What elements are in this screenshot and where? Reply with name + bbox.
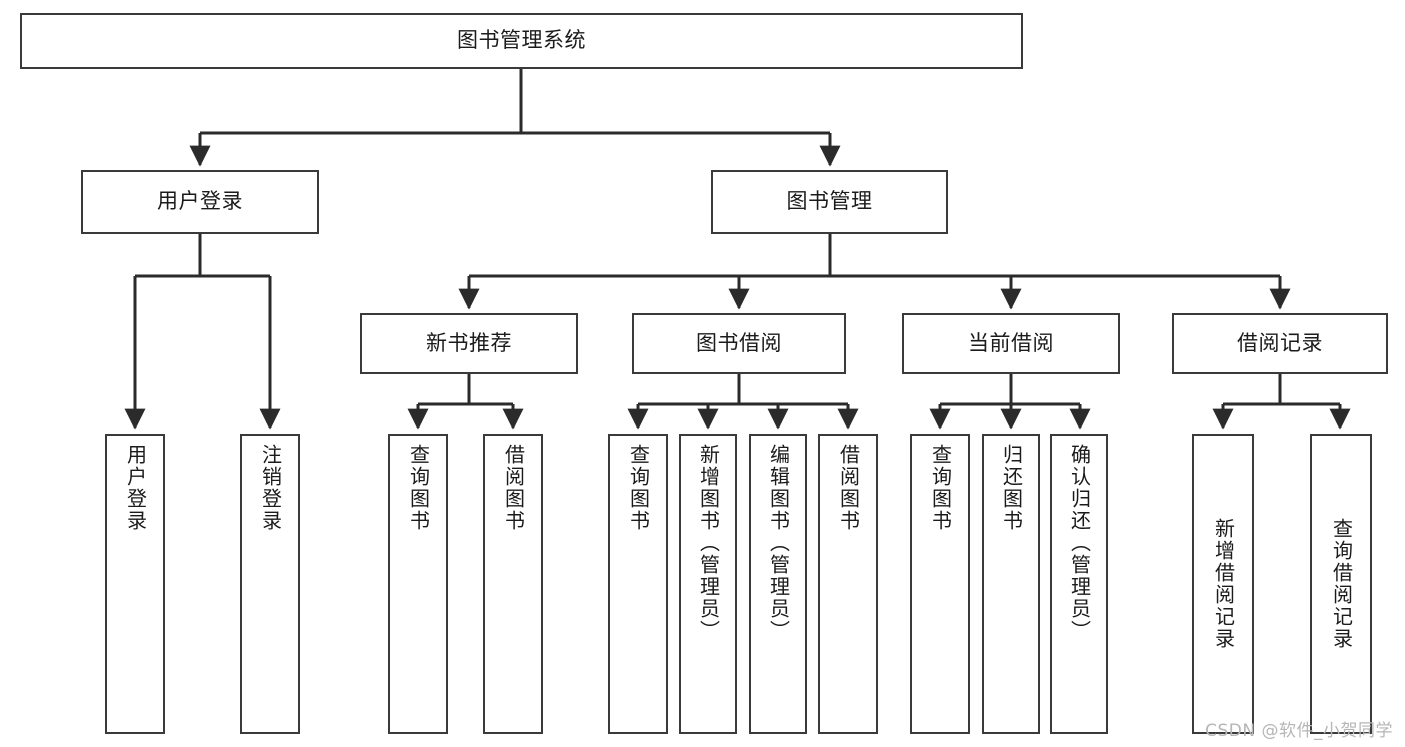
node-book-borrow-label: 图书借阅	[696, 330, 782, 355]
node-leaf-query-book-2-label: 查询图书	[626, 444, 651, 532]
node-leaf-return-book[interactable]: 归还图书	[982, 434, 1040, 734]
node-leaf-user-logout[interactable]: 注销登录	[240, 434, 300, 734]
node-new-book-recommend[interactable]: 新书推荐	[360, 313, 578, 374]
node-leaf-query-book-1-label: 查询图书	[406, 444, 431, 532]
node-borrow-record-label: 借阅记录	[1237, 330, 1323, 355]
node-leaf-query-book-3-label: 查询图书	[928, 444, 953, 532]
node-leaf-edit-book[interactable]: 编辑图书（管理员）	[749, 434, 807, 734]
node-leaf-edit-book-label: 编辑图书（管理员）	[766, 444, 791, 642]
node-leaf-query-record[interactable]: 查询借阅记录	[1310, 434, 1372, 734]
node-root[interactable]: 图书管理系统	[20, 13, 1023, 69]
node-leaf-borrow-book-1-label: 借阅图书	[501, 444, 526, 532]
node-leaf-add-book-label: 新增图书（管理员）	[696, 444, 721, 642]
node-leaf-return-book-label: 归还图书	[999, 444, 1024, 532]
node-leaf-borrow-book-1[interactable]: 借阅图书	[483, 434, 543, 734]
node-borrow-record[interactable]: 借阅记录	[1172, 313, 1388, 374]
node-leaf-query-record-label: 查询借阅记录	[1329, 518, 1354, 650]
node-root-label: 图书管理系统	[457, 28, 586, 53]
node-leaf-confirm-return-label: 确认归还（管理员）	[1067, 444, 1092, 642]
node-new-book-recommend-label: 新书推荐	[426, 330, 512, 355]
node-leaf-query-book-1[interactable]: 查询图书	[388, 434, 448, 734]
node-leaf-query-book-2[interactable]: 查询图书	[608, 434, 668, 734]
node-leaf-add-book[interactable]: 新增图书（管理员）	[679, 434, 737, 734]
node-current-borrow-label: 当前借阅	[968, 330, 1054, 355]
node-book-management-label: 图书管理	[786, 189, 873, 214]
node-book-borrow[interactable]: 图书借阅	[632, 313, 846, 374]
node-leaf-add-record[interactable]: 新增借阅记录	[1192, 434, 1254, 734]
node-leaf-user-logout-label: 注销登录	[258, 444, 283, 532]
watermark-text: CSDN @软件_小贺同学	[1205, 721, 1393, 741]
node-leaf-query-book-3[interactable]: 查询图书	[910, 434, 970, 734]
node-leaf-user-login-label: 用户登录	[123, 444, 148, 532]
node-user-login[interactable]: 用户登录	[81, 170, 319, 234]
node-user-login-label: 用户登录	[157, 189, 243, 214]
node-leaf-borrow-book-2-label: 借阅图书	[836, 444, 861, 532]
node-leaf-user-login[interactable]: 用户登录	[105, 434, 165, 734]
node-leaf-borrow-book-2[interactable]: 借阅图书	[818, 434, 878, 734]
node-current-borrow[interactable]: 当前借阅	[902, 313, 1120, 374]
node-leaf-confirm-return[interactable]: 确认归还（管理员）	[1050, 434, 1108, 734]
node-leaf-add-record-label: 新增借阅记录	[1211, 518, 1236, 650]
node-book-management[interactable]: 图书管理	[711, 170, 948, 234]
